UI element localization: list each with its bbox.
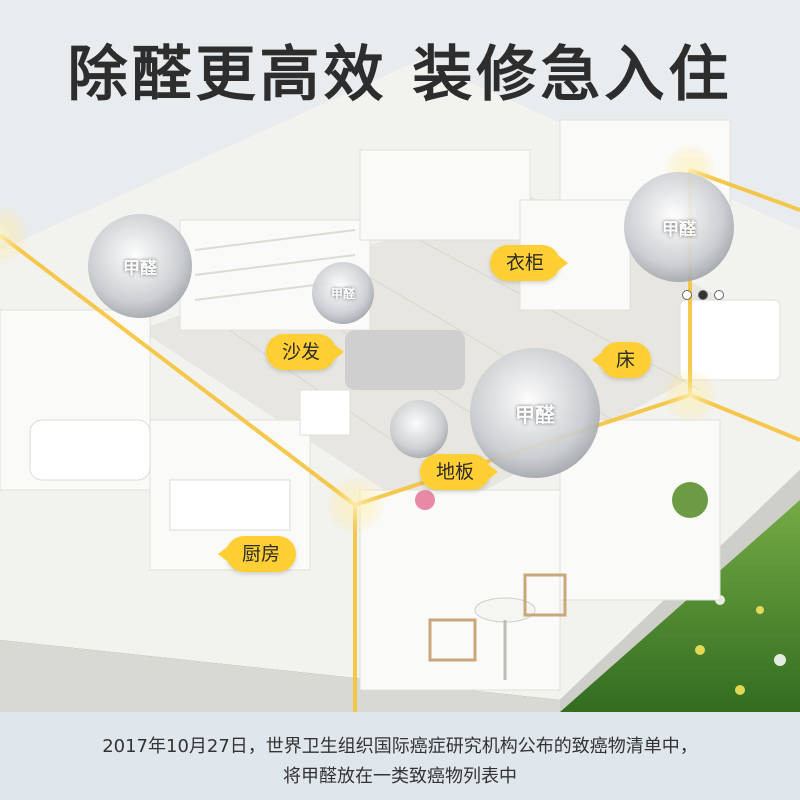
floor-label: 地板 bbox=[420, 454, 499, 490]
carousel-dot[interactable] bbox=[682, 290, 692, 300]
molecule-label: 甲醛 bbox=[123, 258, 157, 279]
caption-bar: 2017年10月27日，世界卫生组织国际癌症研究机构公布的致癌物清单中， 将甲醛… bbox=[0, 712, 800, 800]
caption-line-1: 2017年10月27日，世界卫生组织国际癌症研究机构公布的致癌物清单中， bbox=[102, 736, 698, 757]
formaldehyde-molecule-icon bbox=[390, 400, 448, 458]
formaldehyde-molecule-icon: 甲醛 bbox=[470, 348, 600, 478]
headline: 除醛更高效 装修急入住 bbox=[67, 40, 733, 110]
carousel-indicator bbox=[682, 290, 724, 300]
molecule-label: 甲醛 bbox=[515, 402, 555, 427]
bed-label: 床 bbox=[591, 342, 652, 378]
molecule-label: 甲醛 bbox=[662, 219, 696, 240]
molecule-label: 甲醛 bbox=[330, 286, 355, 301]
formaldehyde-molecule-icon: 甲醛 bbox=[88, 214, 192, 318]
kitchen-label: 厨房 bbox=[217, 536, 297, 572]
caption-line-2: 将甲醛放在一类致癌物列表中 bbox=[283, 766, 517, 787]
carousel-dot[interactable] bbox=[714, 290, 724, 300]
sofa-label: 沙发 bbox=[266, 334, 345, 370]
wardrobe-label: 衣柜 bbox=[490, 245, 569, 281]
formaldehyde-molecule-icon: 甲醛 bbox=[624, 172, 734, 282]
formaldehyde-molecule-icon: 甲醛 bbox=[312, 262, 374, 324]
carousel-dot-active[interactable] bbox=[698, 290, 708, 300]
